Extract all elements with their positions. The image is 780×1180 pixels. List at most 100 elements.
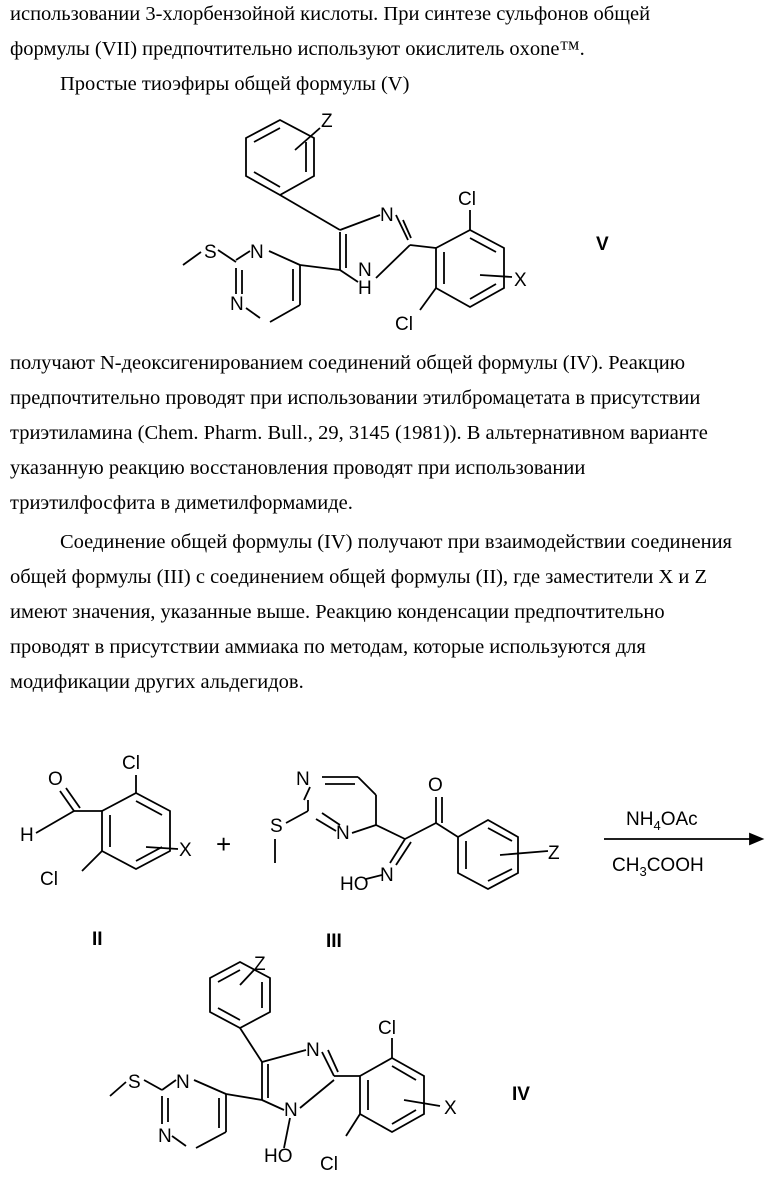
atom-s: S — [270, 816, 283, 837]
arrow-head — [749, 832, 765, 846]
atom-n: N — [284, 1100, 298, 1121]
formula-part: COOH — [647, 855, 704, 876]
benzaldehyde-ring — [101, 791, 171, 871]
text-line: триэтиламина (Chem. Pharm. Bull., 29, 31… — [10, 422, 708, 444]
atom-n: N — [158, 1126, 172, 1147]
phenyl-ring — [209, 960, 271, 1030]
formula-part: OAc — [661, 809, 698, 830]
x-bond — [403, 1099, 441, 1107]
bond-line — [269, 304, 301, 323]
phenyl-ring — [245, 118, 315, 197]
z-bond — [499, 850, 549, 856]
bond-line — [345, 1113, 361, 1137]
bond-line — [225, 1093, 263, 1101]
text-line: Простые тиоэфиры общей формулы (V) — [60, 73, 410, 95]
atom-n: N — [176, 1072, 190, 1093]
atom-hon: HO — [340, 874, 369, 895]
compound-label-ii: II — [92, 929, 103, 950]
bond-line — [109, 1081, 127, 1097]
bond-line — [239, 1027, 263, 1063]
bond-line — [395, 214, 409, 241]
z-bond — [239, 969, 255, 986]
atom-z: Z — [321, 111, 333, 132]
compound-label-iv: IV — [512, 1084, 530, 1105]
formula-part: 3 — [639, 864, 646, 879]
text-line: триэтилфосфита в диметилформамиде. — [10, 492, 353, 514]
bond-line — [395, 841, 412, 866]
compound-label-iii: III — [326, 931, 342, 952]
bond-line — [268, 250, 301, 266]
text-line: общей формулы (III) с соединением общей … — [10, 566, 708, 588]
bond-line — [245, 307, 261, 319]
atom-cl: Cl — [378, 1018, 396, 1039]
bond-line — [253, 127, 281, 143]
plus-sign: + — [216, 829, 231, 859]
atom-x: X — [444, 1098, 457, 1119]
bond-line — [409, 244, 437, 249]
atom-h: H — [358, 278, 372, 299]
structure-iv: Z N N HO N N S Cl Cl X — [109, 954, 530, 1175]
atom-n: N — [358, 260, 372, 281]
bond-line — [419, 287, 437, 311]
text-line: имеют значения, указанные выше. Реакцию … — [10, 601, 665, 623]
atom-cl: Cl — [320, 1154, 338, 1175]
bond-line — [193, 1079, 227, 1095]
atom-x: X — [179, 840, 192, 861]
bond-line — [261, 1049, 307, 1063]
bond-line — [285, 810, 309, 824]
bond-line — [391, 1109, 417, 1125]
text-line: получают N-деоксигенированием соединений… — [10, 352, 686, 374]
dichlorophenyl-ring — [359, 1056, 425, 1134]
atom-cl: Cl — [395, 314, 413, 335]
atom-z: Z — [548, 843, 560, 864]
text-line: указанную реакцию восстановления проводя… — [10, 457, 586, 479]
bond-line — [339, 214, 381, 231]
formula-part: NH — [626, 809, 653, 830]
z-bond — [294, 127, 321, 151]
bond-line — [35, 810, 75, 834]
reagent-ch3cooh: CH3COOH — [612, 855, 704, 879]
x-bond — [479, 274, 513, 278]
bond-line — [161, 1079, 177, 1091]
bond-line — [81, 850, 103, 872]
atom-n: N — [250, 242, 264, 263]
bond-line — [171, 1135, 187, 1147]
bond-line — [391, 1065, 417, 1081]
bond-line — [487, 868, 513, 882]
atom-o: O — [428, 775, 443, 796]
atom-s: S — [204, 242, 217, 263]
atom-h: H — [20, 825, 34, 846]
bond-line — [321, 812, 341, 826]
text-line: модификации других альдегидов. — [10, 671, 304, 693]
bond-line — [339, 269, 359, 283]
bond-line — [59, 790, 75, 812]
bond-line — [299, 264, 341, 271]
atom-cl: Cl — [40, 869, 58, 890]
bond-line — [375, 824, 406, 840]
bond-line — [357, 776, 377, 796]
bond-line — [375, 244, 411, 279]
structure-v: Z N N H N N S Cl — [182, 111, 609, 335]
atom-z: Z — [254, 954, 266, 975]
text-line: формулы (VII) предпочтительно используют… — [10, 38, 585, 60]
formula-part: 4 — [653, 818, 660, 833]
bond-line — [469, 237, 497, 253]
text-line: предпочтительно проводят при использован… — [10, 387, 701, 409]
atom-n: N — [380, 205, 394, 226]
formula-part: CH — [612, 855, 639, 876]
atom-n: N — [380, 865, 394, 886]
bond-line — [299, 1079, 335, 1109]
bond-line — [261, 1099, 285, 1111]
atom-n: N — [336, 823, 350, 844]
bond-line — [389, 838, 406, 864]
phenyl-ring — [457, 818, 519, 891]
bond-line — [487, 827, 513, 842]
atom-cl: Cl — [458, 189, 476, 210]
text-line: проводят в присутствии аммиака по метода… — [10, 636, 646, 658]
bond-line — [253, 171, 281, 188]
atom-cl: Cl — [122, 753, 140, 774]
bond-line — [217, 969, 241, 983]
bond-line — [435, 822, 459, 838]
text-line: использовании 3-хлорбензойной кислоты. П… — [10, 3, 651, 25]
